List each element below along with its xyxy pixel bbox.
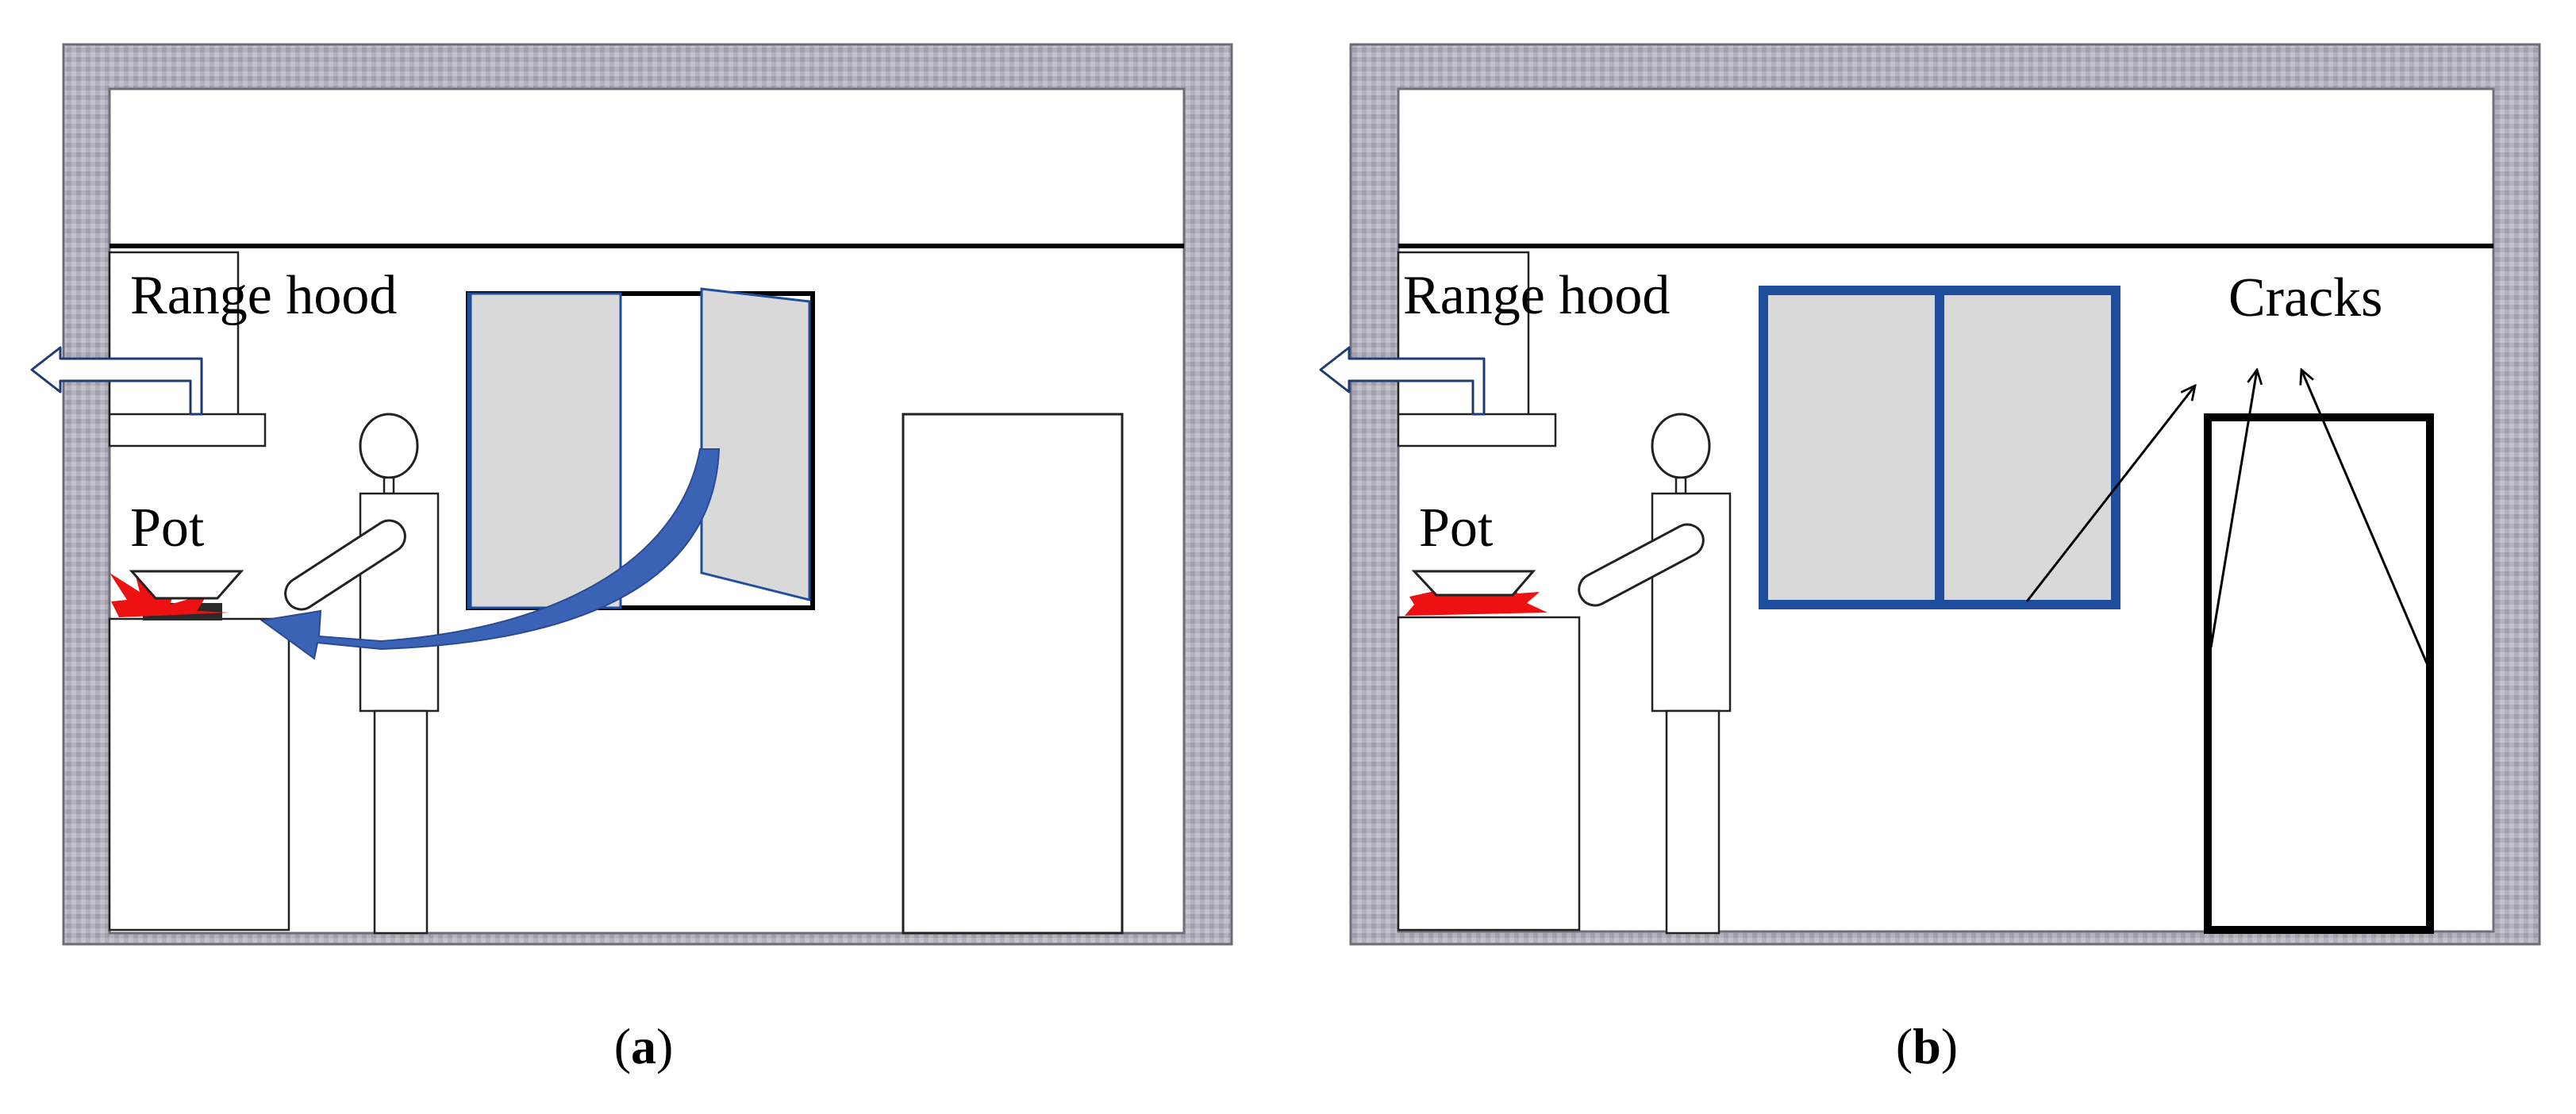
person <box>1578 413 1732 935</box>
crack-arrow-window <box>2025 386 2195 602</box>
range-hood-label: Range hood <box>1403 265 1670 326</box>
stove-counter <box>108 617 290 932</box>
panel-b: Range hood Pot Cracks (b) <box>1319 43 2541 1074</box>
door <box>2204 413 2434 934</box>
airflow-arrow <box>260 448 721 660</box>
door <box>902 413 1124 935</box>
exhaust-arrow <box>30 346 203 416</box>
caption-a: (a) <box>614 1018 674 1074</box>
panel-a: Range hood Pot (a) <box>30 43 1233 1074</box>
crack-arrow-door-right <box>2301 370 2428 664</box>
person <box>284 413 440 935</box>
exhaust-arrow <box>1319 346 1486 416</box>
pot <box>1411 570 1536 597</box>
stove-counter <box>1397 616 1581 932</box>
caption-b: (b) <box>1896 1018 1958 1074</box>
cracks-label: Cracks <box>2228 267 2382 328</box>
range-hood-label: Range hood <box>130 265 397 326</box>
pot <box>129 570 244 600</box>
closed-window <box>1759 286 2120 609</box>
pot-label: Pot <box>130 497 205 559</box>
range-hood <box>108 251 267 448</box>
crack-arrows <box>2025 370 2428 664</box>
crack-arrow-door-left <box>2209 370 2257 648</box>
pot-label: Pot <box>1419 497 1494 559</box>
range-hood <box>1397 251 1557 448</box>
